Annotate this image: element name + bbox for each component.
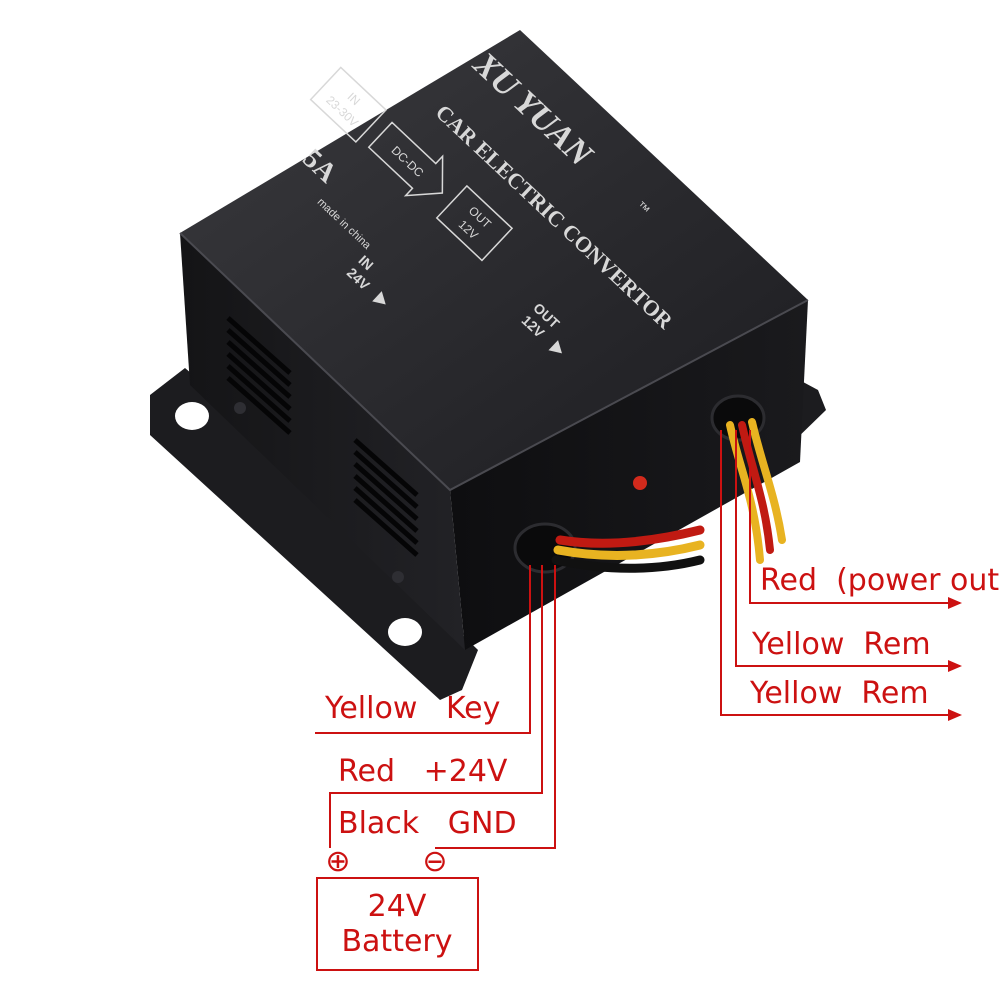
- vent-slot: [226, 328, 292, 387]
- arrow-right-icon: [948, 597, 962, 609]
- vent-slot: [226, 364, 292, 423]
- label-red-power-out: Red (power out): [760, 563, 1001, 598]
- mount-hole-icon: [388, 618, 422, 646]
- status-led-icon: [633, 476, 647, 490]
- vent-slot: [353, 486, 419, 545]
- vent-slot: [353, 474, 419, 533]
- battery-box: [316, 877, 479, 971]
- minus-terminal-icon: ⊖: [422, 844, 447, 879]
- arrow-right-icon: [948, 660, 962, 672]
- screw-icon: [234, 402, 246, 414]
- mounting-flange-left: [150, 368, 478, 700]
- vent-slot: [353, 498, 419, 557]
- label-yellow-key: Yellow Key: [324, 691, 500, 726]
- label-yellow-rem-2: Yellow Rem: [749, 676, 929, 711]
- arrow-right-icon: [948, 709, 962, 721]
- label-black-gnd: Black GND: [338, 806, 517, 841]
- battery-label: Battery: [341, 924, 452, 959]
- mount-hole-icon: [175, 402, 209, 430]
- input-wire-callouts: [315, 565, 556, 849]
- vent-slot: [353, 462, 419, 521]
- case-top-face: [180, 30, 808, 490]
- vent-slot: [226, 376, 292, 435]
- label-yellow-rem-1: Yellow Rem: [751, 627, 931, 662]
- vent-slot: [226, 352, 292, 411]
- output-wire-callouts: [720, 430, 960, 716]
- plus-terminal-icon: ⊕: [325, 844, 350, 879]
- battery-voltage: 24V: [368, 889, 427, 924]
- vent-slot: [226, 340, 292, 399]
- flow-box-out: OUT 12V: [435, 184, 514, 262]
- vent-slot: [353, 450, 419, 509]
- output-wire-bundle: [726, 418, 786, 564]
- label-red-24v: Red +24V: [338, 754, 508, 789]
- screw-icon: [392, 571, 404, 583]
- vent-slot: [353, 438, 419, 497]
- input-wire-bundle: [551, 525, 705, 573]
- vent-slot: [226, 316, 292, 375]
- vent-slots: [226, 316, 419, 557]
